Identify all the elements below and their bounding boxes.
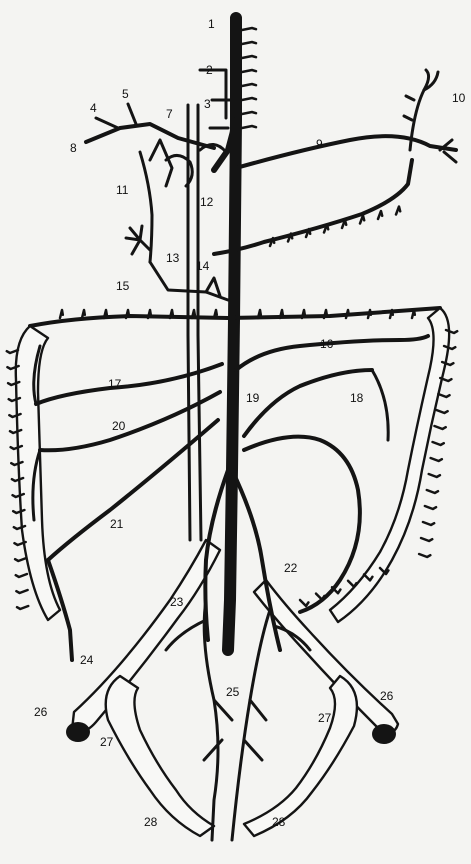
branch-loops-left [33,346,222,560]
twig [390,310,393,318]
twig [425,506,436,509]
label-26-left: 26 [34,705,48,719]
label-24: 25 [226,685,240,699]
twig [427,490,438,493]
twig [316,594,324,600]
twig [242,84,256,86]
label-15: 12 [200,195,214,209]
twig [421,538,432,541]
label-3: 1 [208,17,215,31]
twig [346,310,349,318]
twig [348,581,356,587]
twig [429,474,440,477]
twig [242,98,256,100]
label-21: 19 [246,391,260,405]
label-28-right: 28 [272,815,286,829]
label-2: 3 [204,97,211,111]
twig [433,442,444,445]
twig [15,558,26,561]
twig [412,310,415,318]
twig [242,56,256,58]
twig [60,310,63,318]
pelvic-loops [106,676,357,836]
label-16: 17 [108,377,122,391]
label-26-right: 26 [380,689,394,703]
label-9: 8 [70,141,77,155]
twig [242,126,256,128]
twig [419,554,430,557]
twig [378,211,382,219]
twig [16,590,27,593]
upper-right-arch [236,70,456,168]
label-4: 9 [316,137,323,151]
twig [434,426,445,429]
label-22: 18 [350,391,364,405]
twig [242,70,256,72]
twig [396,207,400,215]
label-19: 24 [80,653,94,667]
twig [360,216,364,224]
label-20: 16 [320,337,334,351]
twig [431,458,442,461]
label-7: 4 [90,101,97,115]
label-1: 2 [206,63,213,77]
label-14: 14 [196,259,210,273]
label-25: 23 [170,595,184,609]
left-longitudinal-vessel [188,105,201,540]
twig [436,410,447,413]
label-11: 13 [166,251,180,265]
label-13: 15 [116,279,130,293]
label-8: 5 [122,87,129,101]
twig [16,574,27,577]
twig [438,394,449,397]
label-23: 22 [284,561,298,575]
label-18: 21 [110,517,124,531]
label-10: 11 [116,183,129,197]
twig [368,310,371,318]
twig [242,42,256,44]
central-lower-branches [166,470,310,840]
label-27-left: 27 [100,735,114,749]
twig [242,28,256,30]
label-5: 7 [166,107,173,121]
label-27-right: 27 [318,711,332,725]
label-28-left: 28 [144,815,158,829]
twig [242,112,256,114]
oblique-branch-14 [214,160,412,254]
label-12: 10 [452,91,466,105]
twig [300,600,308,606]
twig [423,522,434,525]
label-17: 20 [112,419,126,433]
twig [17,606,28,609]
